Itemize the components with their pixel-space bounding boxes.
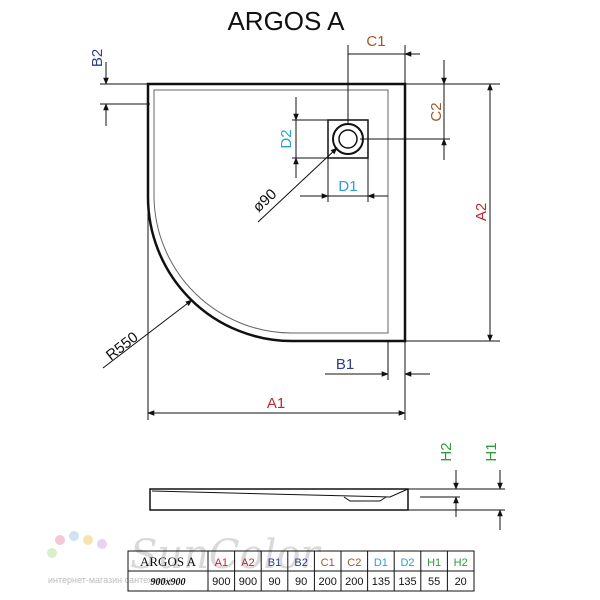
label-diameter: ø90 [250, 186, 281, 216]
table-header-d2: D2 [400, 557, 414, 569]
table-header-d1: D1 [374, 557, 388, 569]
table-header-c2: C2 [347, 557, 361, 569]
table-value-b2: 90 [295, 576, 307, 588]
label-c2: C2 [428, 102, 445, 121]
watermark-caption: интернет-магазин сантехники [48, 575, 171, 585]
table-value-b1: 90 [268, 576, 280, 588]
table-value-c2: 200 [345, 576, 363, 588]
side-profile [149, 488, 409, 511]
watermark: SunColor интернет-магазин сантехники [47, 531, 322, 585]
dimension-lines [100, 45, 500, 420]
tray-outline [146, 82, 407, 343]
watermark-dots-icon [47, 531, 107, 558]
table-value-d2: 135 [398, 576, 416, 588]
table-header-b2: B2 [294, 557, 307, 569]
tray-top-view [146, 82, 407, 343]
label-d1: D1 [338, 178, 357, 195]
table-value-h2: 20 [455, 576, 467, 588]
side-drain [343, 496, 387, 502]
spec-table: ARGOS A 900x900 A1 900 A2 900 B1 90 B2 90 C1 200 C… [127, 550, 475, 592]
table-header-h2: H2 [454, 557, 468, 569]
table-header-a2: A2 [241, 557, 254, 569]
label-c1: C1 [366, 33, 385, 50]
label-r550: R550 [103, 329, 142, 364]
dimension-labels: B2 C1 C2 D2 D1 ø90 A2 R550 B1 A1 H2 H1 [89, 33, 500, 462]
drain-inner-circle [338, 129, 358, 149]
table-header-c1: C1 [321, 557, 335, 569]
drain-outer-circle [332, 123, 364, 155]
drawing-title: ARGOS A [227, 6, 345, 36]
label-a2: A2 [473, 203, 490, 221]
table-header-b1: B1 [268, 557, 281, 569]
table-value-a2: 900 [239, 576, 257, 588]
table-header-a1: A1 [215, 557, 228, 569]
label-h1: H1 [483, 442, 500, 461]
table-value-d1: 135 [372, 576, 390, 588]
label-b2: B2 [89, 49, 106, 67]
table-value-c1: 200 [319, 576, 337, 588]
table-value-a1: 900 [212, 576, 230, 588]
watermark-brand: SunColor [130, 532, 322, 578]
tray-side-view [149, 470, 505, 530]
label-a1: A1 [267, 395, 285, 412]
label-h2: H2 [438, 442, 455, 461]
table-model: ARGOS A [140, 554, 197, 569]
tray-inner-edge [153, 89, 389, 334]
side-slope [151, 488, 409, 498]
table-value-h1: 55 [428, 576, 440, 588]
table-size: 900x900 [151, 577, 186, 588]
label-b1: B1 [336, 356, 354, 373]
table-header-h1: H1 [427, 557, 441, 569]
label-d2: D2 [278, 129, 295, 148]
